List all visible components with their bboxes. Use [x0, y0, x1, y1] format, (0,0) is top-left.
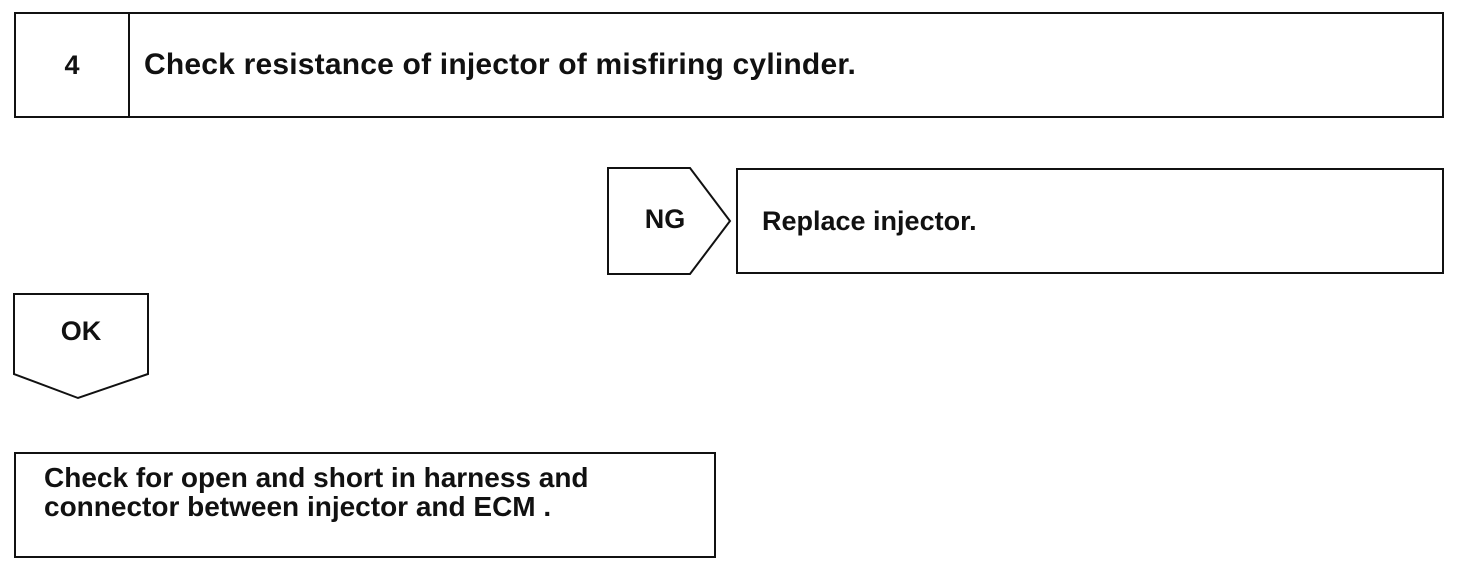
step-number: 4: [16, 14, 130, 116]
ng-action-text: Replace injector.: [762, 205, 977, 236]
step-title: Check resistance of injector of misfirin…: [144, 48, 857, 81]
ng-label: NG: [644, 204, 686, 234]
ok-next-action-line-2: connector between injector and ECM .: [44, 490, 552, 522]
ng-action-box: Replace injector.: [736, 168, 1444, 274]
ok-next-action-box: Check for open and short in harness and …: [14, 452, 716, 558]
step-box: 4 Check resistance of injector of misfir…: [14, 12, 1444, 118]
ok-next-action-line-1: Check for open and short in harness and: [44, 462, 589, 493]
ok-label: OK: [60, 316, 102, 346]
